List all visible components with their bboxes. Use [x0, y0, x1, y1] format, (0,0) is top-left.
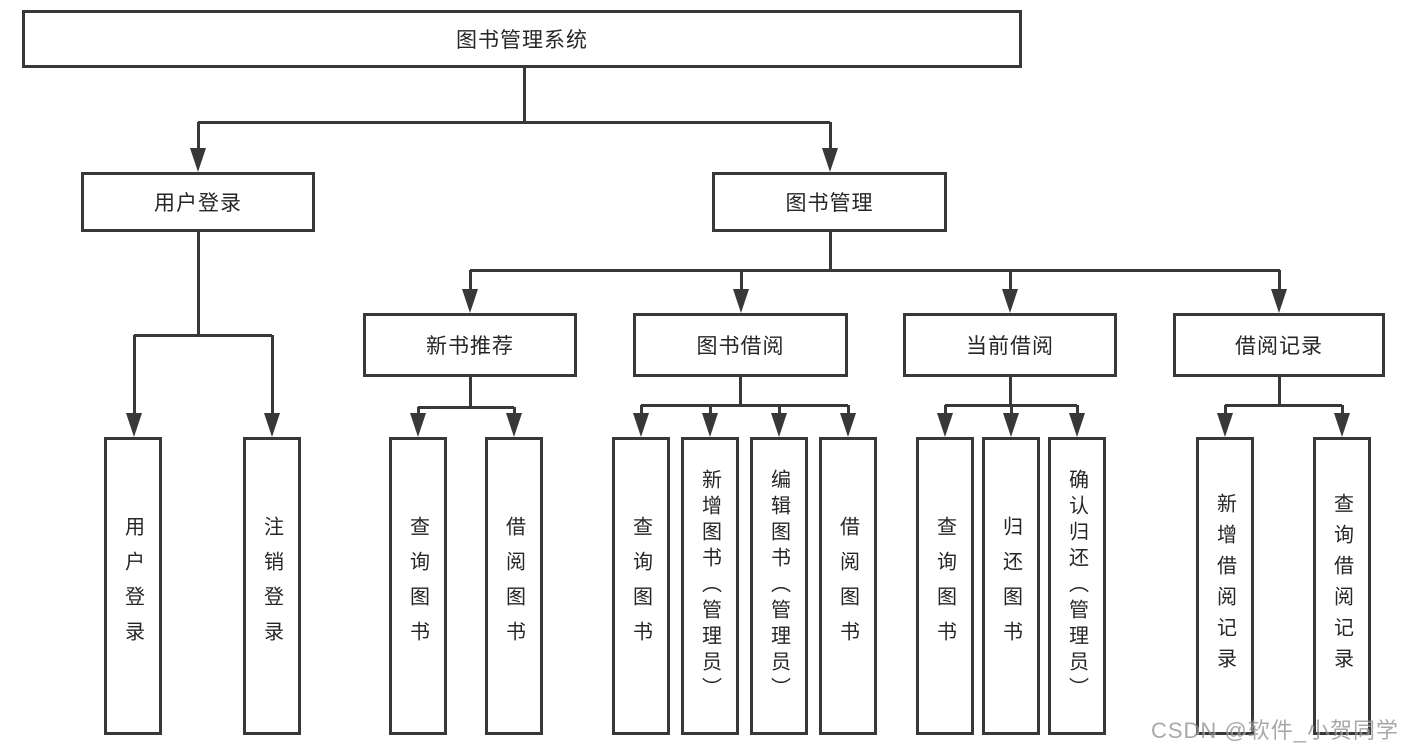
leaf-borrow-add-label: 新增图书（管理员）	[698, 469, 721, 703]
connector-userlogin-drop-left	[133, 335, 136, 415]
csdn-watermark: CSDN @软件_小贺同学	[1150, 718, 1399, 743]
arrow-down-icon	[264, 413, 280, 437]
node-root-label: 图书管理系统	[456, 29, 588, 52]
arrow-down-icon	[1217, 413, 1233, 437]
arrow-down-icon	[733, 289, 749, 313]
arrow-down-icon	[771, 413, 787, 437]
leaf-records-add-label: 新增借阅记录	[1213, 493, 1236, 679]
connector-bookmgmt-drop-3	[1009, 270, 1012, 290]
node-book-borrow-label: 图书借阅	[696, 335, 785, 358]
node-new-book-rec-label: 新书推荐	[426, 335, 514, 358]
leaf-user-login: 用户登录	[104, 437, 162, 735]
connector-borrowrecords-branch	[1225, 404, 1342, 407]
arrow-down-icon	[937, 413, 953, 437]
arrow-down-icon	[1069, 413, 1085, 437]
leaf-records-query-label: 查询借阅记录	[1330, 493, 1353, 679]
arrow-down-icon	[822, 148, 838, 172]
connector-root-drop-left	[197, 122, 200, 150]
leaf-borrow-query-label: 查询图书	[629, 516, 652, 656]
node-current-borrow-label: 当前借阅	[966, 335, 1054, 358]
node-user-login: 用户登录	[81, 172, 315, 232]
leaf-current-query: 查询图书	[916, 437, 974, 735]
arrow-down-icon	[410, 413, 426, 437]
leaf-borrow-borrow-label: 借阅图书	[836, 516, 859, 656]
leaf-current-confirm-label: 确认归还（管理员）	[1065, 469, 1088, 703]
arrow-down-icon	[633, 413, 649, 437]
leaf-newbook-query: 查询图书	[389, 437, 447, 735]
node-book-mgmt-label: 图书管理	[785, 192, 874, 215]
connector-bookborrow-branch	[641, 404, 848, 407]
connector-bookborrow-drop-3	[778, 405, 781, 414]
arrow-down-icon	[1334, 413, 1350, 437]
leaf-current-return-label: 归还图书	[999, 516, 1022, 656]
leaf-newbook-borrow-label: 借阅图书	[502, 516, 525, 656]
connector-root-branch	[198, 121, 830, 124]
connector-newbook-stem	[469, 377, 472, 407]
connector-bookmgmt-branch	[470, 269, 1280, 272]
arrow-down-icon	[126, 413, 142, 437]
leaf-current-query-label: 查询图书	[933, 516, 956, 656]
connector-userlogin-branch	[134, 334, 272, 337]
connector-userlogin-stem	[197, 232, 200, 335]
connector-borrowrecords-stem	[1278, 377, 1281, 405]
arrow-down-icon	[702, 413, 718, 437]
connector-bookmgmt-drop-2	[740, 270, 743, 290]
node-current-borrow: 当前借阅	[903, 313, 1117, 377]
leaf-records-query: 查询借阅记录	[1313, 437, 1371, 735]
connector-bookborrow-stem	[739, 377, 742, 405]
node-book-mgmt: 图书管理	[712, 172, 947, 232]
connector-root-drop-right	[829, 122, 832, 150]
connector-root-stem	[523, 68, 526, 122]
connector-bookborrow-drop-2	[709, 405, 712, 414]
connector-bookmgmt-drop-1	[469, 270, 472, 290]
node-new-book-rec: 新书推荐	[363, 313, 577, 377]
leaf-user-logout-label: 注销登录	[260, 516, 283, 656]
connector-borrowrecords-drop-2	[1341, 405, 1344, 414]
connector-newbook-drop-1	[417, 407, 420, 415]
leaf-current-return: 归还图书	[982, 437, 1040, 735]
node-user-login-label: 用户登录	[154, 192, 242, 215]
leaf-borrow-edit: 编辑图书（管理员）	[750, 437, 808, 735]
node-root: 图书管理系统	[22, 10, 1022, 68]
connector-borrowrecords-drop-1	[1224, 405, 1227, 414]
leaf-borrow-borrow: 借阅图书	[819, 437, 877, 735]
leaf-borrow-add: 新增图书（管理员）	[681, 437, 739, 735]
arrow-down-icon	[190, 148, 206, 172]
arrow-down-icon	[1003, 413, 1019, 437]
connector-newbook-drop-2	[513, 407, 516, 415]
connector-currentborrow-drop-2	[1010, 405, 1013, 414]
node-borrow-records: 借阅记录	[1173, 313, 1385, 377]
leaf-user-logout: 注销登录	[243, 437, 301, 735]
arrow-down-icon	[1271, 289, 1287, 313]
arrow-down-icon	[506, 413, 522, 437]
node-book-borrow: 图书借阅	[633, 313, 848, 377]
leaf-newbook-borrow: 借阅图书	[485, 437, 543, 735]
leaf-borrow-edit-label: 编辑图书（管理员）	[767, 469, 790, 703]
connector-currentborrow-drop-3	[1076, 405, 1079, 414]
leaf-current-confirm: 确认归还（管理员）	[1048, 437, 1106, 735]
connector-currentborrow-stem	[1009, 377, 1012, 405]
connector-bookmgmt-stem	[829, 232, 832, 270]
node-borrow-records-label: 借阅记录	[1235, 335, 1323, 358]
arrow-down-icon	[462, 289, 478, 313]
arrow-down-icon	[840, 413, 856, 437]
connector-currentborrow-drop-1	[944, 405, 947, 414]
connector-bookborrow-drop-4	[847, 405, 850, 414]
leaf-records-add: 新增借阅记录	[1196, 437, 1254, 735]
leaf-borrow-query: 查询图书	[612, 437, 670, 735]
leaf-newbook-query-label: 查询图书	[406, 516, 429, 656]
connector-userlogin-drop-right	[271, 335, 274, 415]
connector-bookborrow-drop-1	[640, 405, 643, 414]
connector-bookmgmt-drop-4	[1278, 270, 1281, 290]
arrow-down-icon	[1002, 289, 1018, 313]
connector-newbook-branch	[418, 406, 514, 409]
leaf-user-login-label: 用户登录	[121, 516, 144, 656]
